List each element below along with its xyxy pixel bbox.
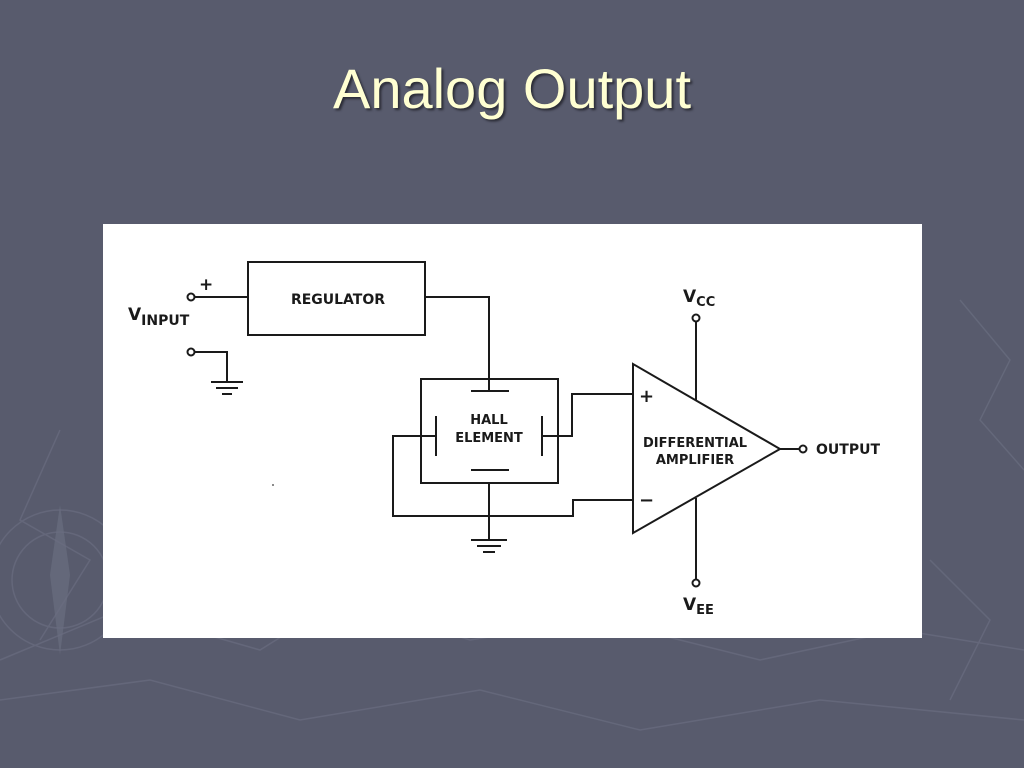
hall-ground-symbol (471, 539, 507, 553)
vinput-minus-terminal (186, 347, 228, 382)
circuit-diagram-panel: + VINPUT REGULATOR HALL ELEMENT + − DIFF… (103, 224, 922, 638)
hall-left-to-minus-wire (392, 435, 633, 517)
vee-label: VEE (683, 595, 714, 618)
regulator-block (247, 261, 426, 336)
slide-title: Analog Output (332, 57, 692, 120)
amp-label-line2: AMPLIFIER (656, 453, 734, 468)
regulator-to-hall-wire (425, 296, 490, 391)
stray-dot (272, 484, 274, 486)
output-label: OUTPUT (816, 442, 880, 458)
vcc-label: VCC (683, 287, 715, 310)
regulator-label: REGULATOR (291, 292, 385, 308)
hall-right-to-plus-wire (542, 393, 633, 437)
vinput-plus-terminal (186, 292, 248, 302)
vinput-label: VINPUT (128, 305, 190, 329)
differential-amplifier-triangle (632, 362, 783, 535)
input-ground-symbol (211, 381, 243, 395)
vcc-terminal (691, 313, 701, 400)
amp-label-line1: DIFFERENTIAL (643, 436, 747, 451)
vee-terminal (691, 498, 701, 588)
circuit-diagram: + VINPUT REGULATOR HALL ELEMENT + − DIFF… (128, 261, 880, 618)
hall-label-line1: HALL (470, 413, 508, 428)
hall-label-line2: ELEMENT (455, 431, 523, 446)
amp-plus-label: + (639, 386, 654, 407)
output-terminal (780, 444, 808, 454)
amp-minus-label: − (639, 490, 654, 511)
plus-sign-label: + (199, 275, 213, 295)
